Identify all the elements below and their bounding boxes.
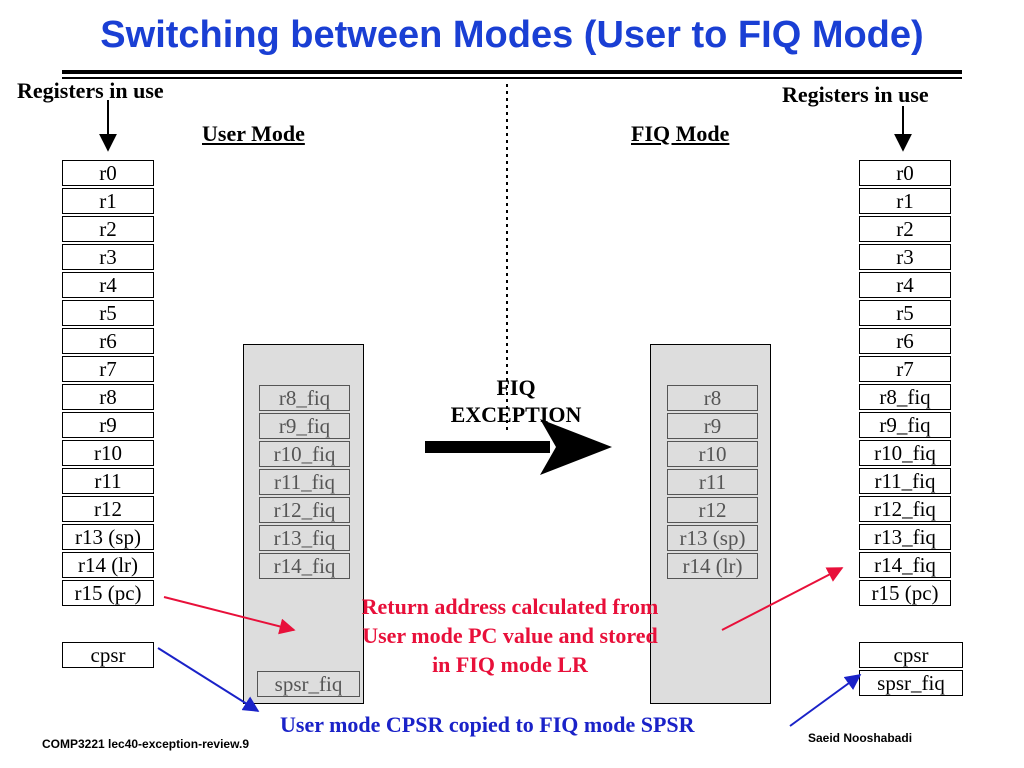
banked-register: r13_fiq <box>259 525 350 551</box>
title-rule-thin <box>62 77 962 79</box>
fiq-register: r6 <box>859 328 951 354</box>
exception-label-line: EXCEPTION <box>450 402 582 427</box>
banked-spsr-register: spsr_fiq <box>257 671 360 697</box>
user-register: r10 <box>62 440 154 466</box>
banked-register: r12 <box>667 497 758 523</box>
user-register: r0 <box>62 160 154 186</box>
user-register: r14 (lr) <box>62 552 154 578</box>
fiq-register: r1 <box>859 188 951 214</box>
user-register: r1 <box>62 188 154 214</box>
fiq-register: r0 <box>859 160 951 186</box>
user-register: r4 <box>62 272 154 298</box>
fiq-register: r11_fiq <box>859 468 951 494</box>
return-note-line: Return address calculated from <box>361 594 659 619</box>
banked-register: r10 <box>667 441 758 467</box>
right-registers-header: Registers in use <box>782 82 929 107</box>
fiq-register: r15 (pc) <box>859 580 951 606</box>
exception-label-line: FIQ <box>496 375 536 400</box>
fiq-register: r2 <box>859 216 951 242</box>
user-register: r5 <box>62 300 154 326</box>
user-register: r12 <box>62 496 154 522</box>
note-to-lr-arrow <box>721 567 844 631</box>
user-register: r3 <box>62 244 154 270</box>
user-cpsr-register: cpsr <box>62 642 154 668</box>
banked-register: r12_fiq <box>259 497 350 523</box>
fiq-register: r4 <box>859 272 951 298</box>
user-banked-register-bank: r8 r9 r10 r11 r12 r13 (sp) r14 (lr) <box>650 344 771 704</box>
user-register: r7 <box>62 356 154 382</box>
footer-author-label: Saeid Nooshabadi <box>808 731 913 745</box>
fiq-register: r10_fiq <box>859 440 951 466</box>
slide-title: Switching between Modes (User to FIQ Mod… <box>100 14 924 56</box>
banked-register: r9 <box>667 413 758 439</box>
return-address-note: Return address calculated from User mode… <box>300 592 720 679</box>
fiq-banked-register-bank: r8_fiq r9_fiq r10_fiq r11_fiq r12_fiq r1… <box>243 344 364 704</box>
fiq-exception-label: FIQ EXCEPTION <box>421 374 611 428</box>
banked-register: r8_fiq <box>259 385 350 411</box>
banked-register: r11 <box>667 469 758 495</box>
fiq-register: r9_fiq <box>859 412 951 438</box>
banked-register: r11_fiq <box>259 469 350 495</box>
fiq-register: r3 <box>859 244 951 270</box>
fiq-register: r14_fiq <box>859 552 951 578</box>
note-to-spsr-arrow <box>789 674 862 727</box>
fiq-mode-label: FIQ Mode <box>631 121 730 146</box>
fiq-spsr-register: spsr_fiq <box>859 670 963 696</box>
left-registers-header: Registers in use <box>17 78 164 103</box>
fiq-register: r7 <box>859 356 951 382</box>
fiq-register: r13_fiq <box>859 524 951 550</box>
fiq-register: r8_fiq <box>859 384 951 410</box>
cpsr-to-note-arrow <box>157 647 260 712</box>
fiq-cpsr-register: cpsr <box>859 642 963 668</box>
return-note-line: User mode PC value and stored <box>362 623 658 648</box>
user-register: r15 (pc) <box>62 580 154 606</box>
banked-register: r9_fiq <box>259 413 350 439</box>
user-mode-label: User Mode <box>202 121 305 146</box>
exception-arrow <box>425 419 612 475</box>
user-register: r2 <box>62 216 154 242</box>
user-register: r9 <box>62 412 154 438</box>
banked-register: r13 (sp) <box>667 525 758 551</box>
banked-register: r14_fiq <box>259 553 350 579</box>
cpsr-copy-note: User mode CPSR copied to FIQ mode SPSR <box>280 712 695 737</box>
pc-to-note-arrow <box>163 596 296 635</box>
user-register: r8 <box>62 384 154 410</box>
user-register: r13 (sp) <box>62 524 154 550</box>
footer-course-label: COMP3221 lec40-exception-review.9 <box>42 737 249 751</box>
fiq-register: r12_fiq <box>859 496 951 522</box>
banked-register: r8 <box>667 385 758 411</box>
banked-register: r14 (lr) <box>667 553 758 579</box>
title-rule-thick <box>62 70 962 74</box>
banked-register: r10_fiq <box>259 441 350 467</box>
user-register: r6 <box>62 328 154 354</box>
fiq-register: r5 <box>859 300 951 326</box>
user-register: r11 <box>62 468 154 494</box>
return-note-line: in FIQ mode LR <box>432 652 588 677</box>
